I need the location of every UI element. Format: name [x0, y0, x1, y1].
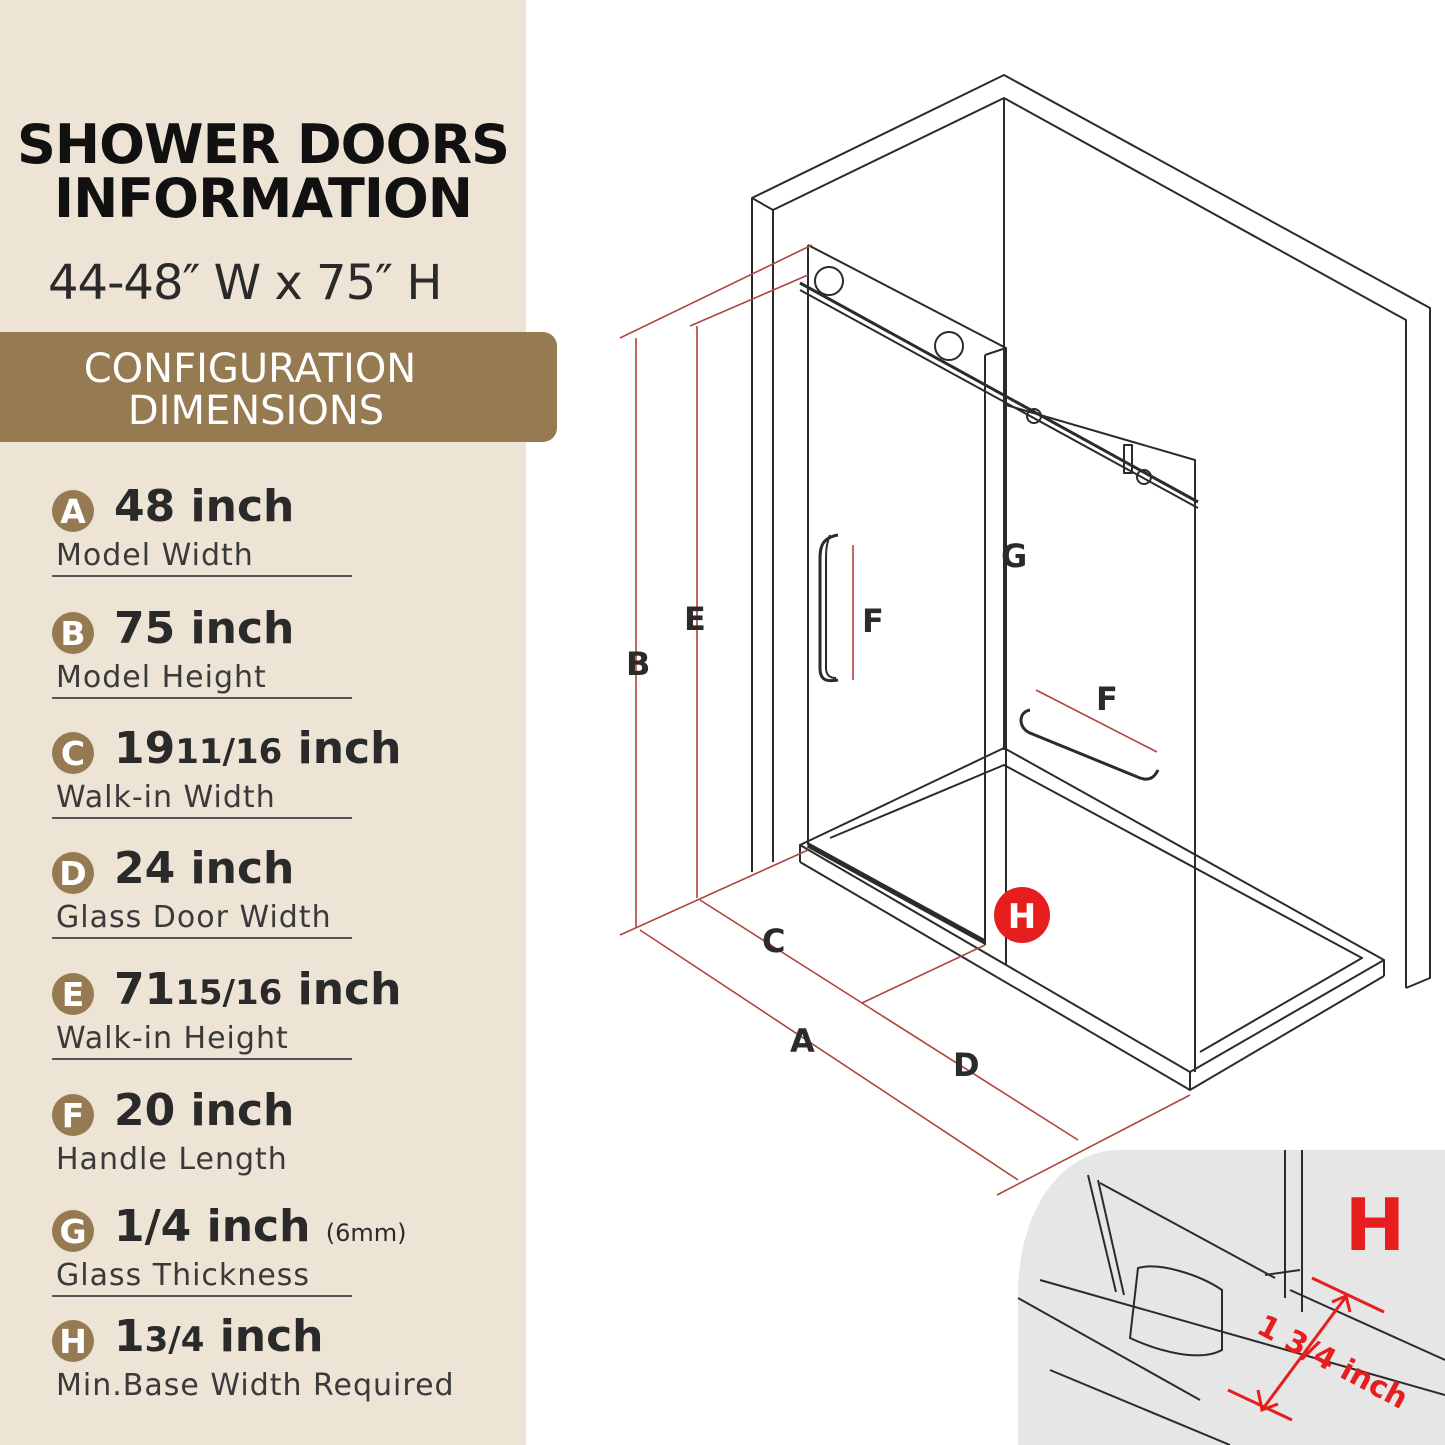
inset-h-letter: H: [1345, 1183, 1405, 1267]
spec-divider: [52, 697, 352, 699]
value-unit: inch: [219, 1311, 324, 1362]
badge-g: G: [52, 1210, 94, 1252]
badge-c: C: [52, 732, 94, 774]
base-tray: [799, 747, 1385, 1073]
badge-f: F: [52, 1094, 94, 1136]
left-info-panel: [0, 0, 526, 1445]
label-f-horizontal: F: [1096, 680, 1118, 718]
wall-outline: [751, 74, 1431, 989]
h-marker: H: [994, 887, 1050, 943]
wall-top-ledge: [751, 197, 774, 211]
size-subtitle: 44-48″ W x 75″ H: [48, 255, 442, 311]
badge-e: E: [52, 973, 94, 1015]
spec-value-e: 7115/16 inch: [114, 964, 401, 1015]
roller-bar-lower: [799, 289, 1199, 509]
label-a: A: [790, 1022, 815, 1060]
spec-label-f: Handle Length: [56, 1142, 288, 1177]
spec-label-e: Walk-in Height: [56, 1021, 289, 1056]
spec-value-c: 1911/16 inch: [114, 723, 401, 774]
detail-inset: H 1 3/4 inch: [1017, 1150, 1445, 1445]
fixed-panel-top: [807, 244, 1007, 965]
base-tray-inner: [829, 764, 1363, 1053]
spec-label-g: Glass Thickness: [56, 1258, 311, 1293]
value-whole: 19: [114, 723, 176, 774]
value-whole: 1: [114, 1311, 145, 1362]
banner-line1: CONFIGURATION: [83, 346, 417, 392]
roller-bar: [799, 281, 1199, 504]
label-e: E: [684, 600, 706, 638]
towel-bar: [1019, 708, 1160, 781]
spec-divider: [52, 817, 352, 819]
spec-value-f: 20 inch: [114, 1085, 295, 1136]
roller-wheel: [814, 266, 844, 296]
label-c: C: [762, 922, 785, 960]
badge-a: A: [52, 490, 94, 532]
wall-inner-edge: [772, 97, 1407, 988]
label-d: D: [953, 1046, 980, 1084]
spec-label-a: Model Width: [56, 538, 254, 573]
spec-value-h: 13/4 inch: [114, 1311, 324, 1362]
label-f-vertical: F: [862, 602, 884, 640]
spec-divider: [52, 1295, 352, 1297]
spec-label-h: Min.Base Width Required: [56, 1368, 455, 1403]
roller-stop: [1136, 469, 1152, 485]
roller-bracket: [1123, 444, 1133, 474]
spec-divider: [52, 937, 352, 939]
value-main: 1/4 inch: [114, 1201, 311, 1252]
value-unit: inch: [297, 964, 402, 1015]
spec-label-b: Model Height: [56, 660, 267, 695]
vertical-handle: [818, 533, 839, 683]
label-b: B: [626, 645, 650, 683]
roller-stop: [1026, 408, 1042, 424]
value-fraction: 3/4: [144, 1320, 205, 1360]
sliding-glass-panel: [1005, 404, 1196, 1072]
spec-value-d: 24 inch: [114, 843, 295, 894]
fixed-panel-top-edge: [984, 347, 1007, 356]
badge-b: B: [52, 612, 94, 654]
value-fraction: 15/16: [175, 973, 283, 1013]
label-h: H: [1008, 897, 1036, 937]
value-fraction: 11/16: [175, 732, 283, 772]
badge-d: D: [52, 852, 94, 894]
value-note: (6mm): [325, 1219, 407, 1247]
page-title-line2: INFORMATION: [53, 167, 473, 230]
spec-divider: [52, 575, 352, 577]
value-unit: inch: [297, 723, 402, 774]
spec-label-c: Walk-in Width: [56, 780, 276, 815]
bottom-guide: [806, 842, 987, 945]
spec-value-b: 75 inch: [114, 603, 295, 654]
spec-label-d: Glass Door Width: [56, 900, 332, 935]
configuration-banner: CONFIGURATION DIMENSIONS: [0, 332, 557, 442]
value-whole: 71: [114, 964, 176, 1015]
badge-h: H: [52, 1320, 94, 1362]
spec-divider: [52, 1058, 352, 1060]
banner-line2: DIMENSIONS: [127, 388, 385, 434]
spec-value-a: 48 inch: [114, 481, 295, 532]
roller-wheel: [934, 331, 964, 361]
spec-value-g: 1/4 inch (6mm): [114, 1201, 407, 1252]
page-title-line1: SHOWER DOORS: [17, 113, 510, 176]
label-g: G: [1001, 537, 1027, 575]
